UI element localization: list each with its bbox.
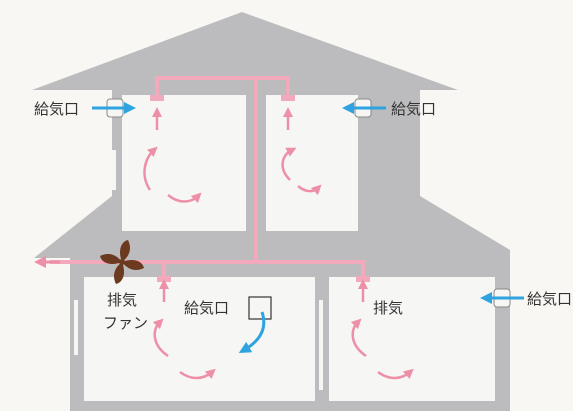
duct-outlet [281, 95, 295, 101]
exhaust-fan-label-line1: 排気 [107, 291, 137, 309]
wall-slit [319, 300, 323, 390]
room-2f-left [122, 95, 246, 231]
intake-label-right-edge: 給気口 [527, 290, 572, 308]
wall-slit [74, 300, 78, 355]
curved-arrow-icon [152, 318, 169, 358]
duct-outlet [157, 276, 171, 282]
exhaust-label-right: 排気 [373, 299, 403, 317]
curved-arrow-icon [377, 368, 414, 380]
duct-lines [50, 76, 365, 282]
exhaust-fan-icon [100, 240, 144, 284]
curved-arrow-icon [297, 184, 322, 196]
room-1f-right [329, 277, 495, 401]
exhaust-fan-label-line2: ファン [103, 314, 148, 332]
intake-label-top-right: 給気口 [391, 100, 436, 118]
duct-outlet [150, 95, 164, 101]
vent-icon [248, 296, 272, 320]
room-2f-right [266, 95, 358, 231]
wall-slit [112, 150, 116, 190]
intake-label-top-left: 給気口 [34, 100, 79, 118]
curved-arrow-icon [167, 192, 202, 204]
curved-arrow-icon [238, 311, 266, 353]
airflow-arrows [143, 107, 414, 380]
intake-label-center: 給気口 [184, 299, 229, 317]
duct-outlet [356, 276, 370, 282]
curved-arrow-icon [281, 147, 297, 181]
room-1f-left [84, 277, 315, 401]
curved-arrow-icon [350, 318, 367, 358]
curved-arrow-icon [179, 368, 216, 380]
curved-arrow-icon [143, 146, 158, 191]
